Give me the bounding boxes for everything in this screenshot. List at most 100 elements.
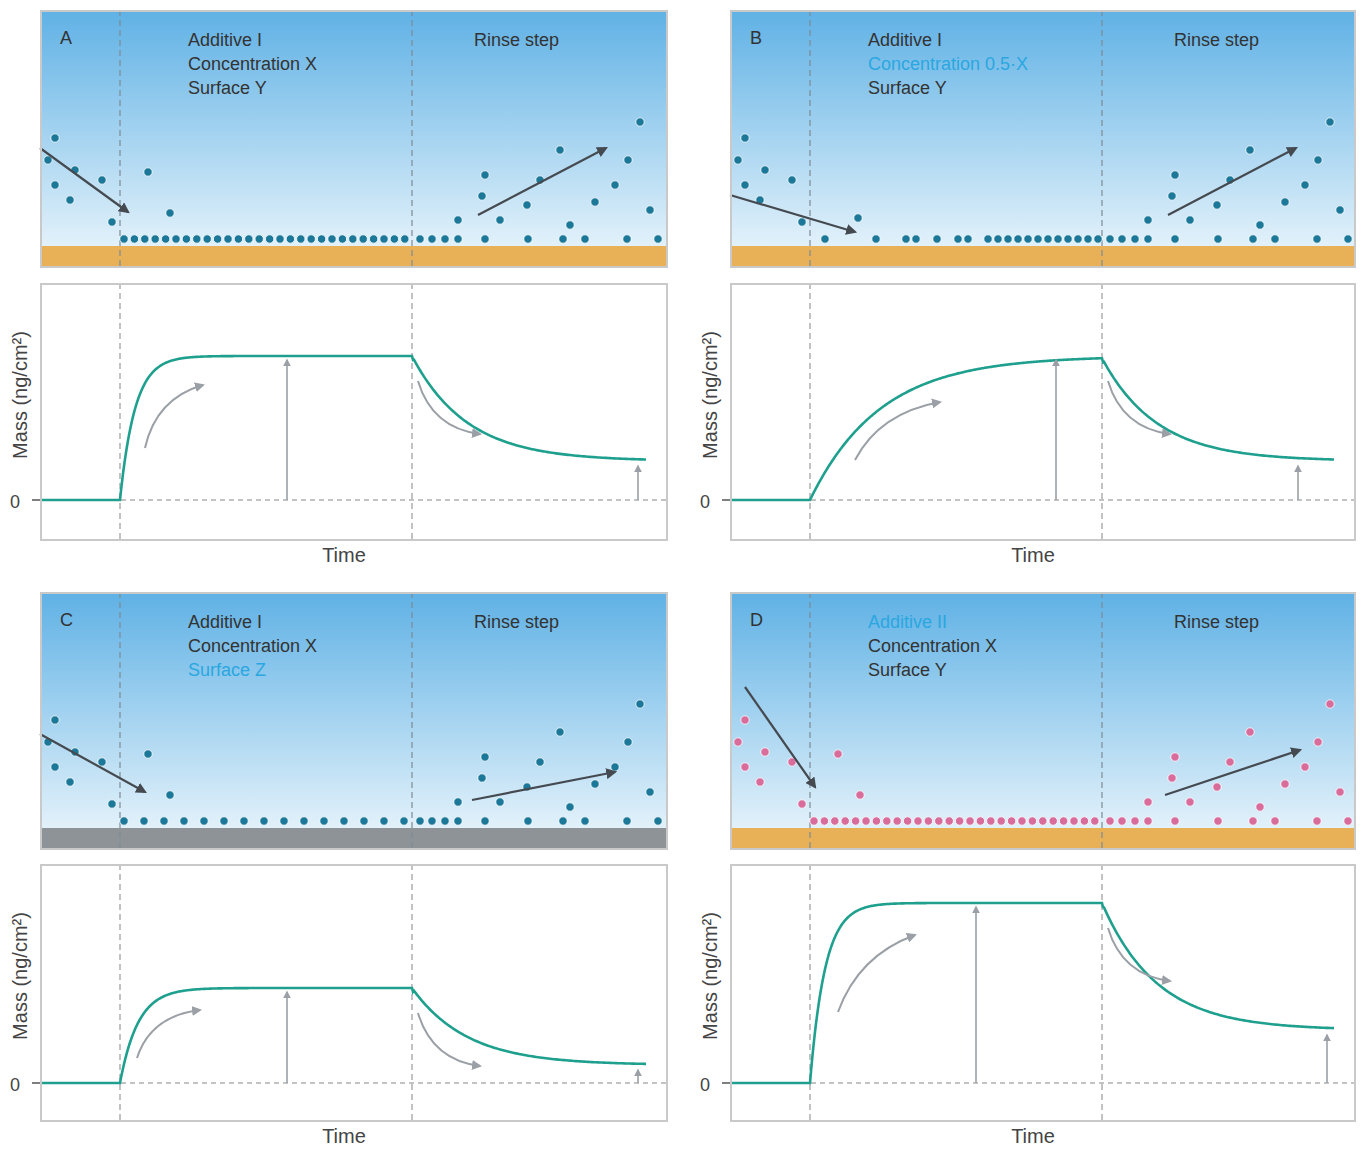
particle	[646, 206, 654, 214]
axis-label: Mass (ng/cm²)	[699, 912, 722, 1040]
particle	[120, 235, 128, 243]
particle	[1301, 763, 1309, 771]
particle	[481, 817, 489, 825]
panel-box: BAdditive IConcentration 0.5·XSurface YR…	[730, 10, 1356, 268]
particle	[160, 817, 168, 825]
zero-line	[730, 499, 1354, 500]
particle	[180, 817, 188, 825]
particle	[276, 235, 284, 243]
particle	[646, 788, 654, 796]
mass-chart	[32, 864, 666, 1122]
panel-text: Additive I	[188, 30, 262, 51]
particle	[1080, 817, 1088, 825]
particle	[1214, 817, 1222, 825]
particle	[401, 235, 409, 243]
particle	[265, 235, 273, 243]
particle	[1271, 817, 1279, 825]
particle	[200, 817, 208, 825]
particle	[798, 218, 806, 226]
particle	[224, 235, 232, 243]
particle	[536, 758, 544, 766]
particle	[255, 235, 263, 243]
mass-curve	[42, 988, 646, 1083]
axis-tick	[32, 499, 40, 501]
particle	[1054, 235, 1062, 243]
phase-divider	[809, 283, 810, 541]
panel-text: Concentration 0.5·X	[868, 54, 1028, 75]
trend-arrow	[838, 935, 915, 1012]
surface-bar	[730, 246, 1356, 268]
particle	[193, 235, 201, 243]
particle	[51, 716, 59, 724]
particle	[734, 738, 742, 746]
level-arrow	[1326, 1035, 1328, 1083]
flow-arrow	[730, 195, 855, 232]
particle	[1314, 738, 1322, 746]
trend-arrow	[418, 381, 480, 434]
particle	[108, 800, 116, 808]
mass-chart	[722, 283, 1354, 541]
level-arrow	[975, 907, 977, 1083]
panel-text: Surface Z	[188, 660, 266, 681]
particle	[756, 778, 764, 786]
panel-text: Rinse step	[1174, 30, 1259, 51]
particle	[997, 817, 1005, 825]
flow-arrow	[1165, 750, 1300, 795]
particle	[454, 817, 462, 825]
particle	[454, 235, 462, 243]
panel-text: Rinse step	[1174, 612, 1259, 633]
phase-divider	[1101, 592, 1102, 850]
particle	[636, 118, 644, 126]
particle	[862, 817, 870, 825]
particle	[1314, 156, 1322, 164]
zero-line	[730, 1082, 1354, 1083]
zero-line	[40, 499, 666, 500]
phase-divider	[411, 10, 412, 268]
particle	[1186, 216, 1194, 224]
panel-text: Additive I	[188, 612, 262, 633]
panel-text: B	[750, 28, 762, 49]
phase-divider	[119, 283, 120, 541]
particle	[559, 817, 567, 825]
axis-label: Time	[1011, 544, 1055, 567]
particle	[831, 817, 839, 825]
particle	[1028, 817, 1036, 825]
particle	[1106, 817, 1114, 825]
particle	[523, 201, 531, 209]
particle	[1168, 192, 1176, 200]
level-arrow	[286, 992, 288, 1083]
mass-chart	[722, 864, 1354, 1122]
particle	[496, 798, 504, 806]
particle	[734, 156, 742, 164]
particle	[338, 235, 346, 243]
panel-text: Additive I	[868, 30, 942, 51]
particle	[496, 216, 504, 224]
particle	[380, 235, 388, 243]
particle	[478, 774, 486, 782]
particle	[964, 235, 972, 243]
particle	[144, 750, 152, 758]
particle	[1044, 235, 1052, 243]
particle	[1213, 201, 1221, 209]
particle	[1246, 146, 1254, 154]
particle	[428, 817, 436, 825]
particle	[441, 817, 449, 825]
phase-divider	[411, 592, 412, 850]
trend-arrow	[855, 402, 940, 460]
particle	[369, 235, 377, 243]
axis-label: Time	[322, 1125, 366, 1148]
particle	[741, 181, 749, 189]
particle	[66, 778, 74, 786]
panel-text: Additive II	[868, 612, 947, 633]
phase-divider	[411, 283, 412, 541]
particle	[1336, 788, 1344, 796]
phase-divider	[1101, 283, 1102, 541]
particle	[851, 817, 859, 825]
particle	[624, 738, 632, 746]
particle	[380, 817, 388, 825]
particle	[933, 235, 941, 243]
particle	[556, 728, 564, 736]
panel-text: C	[60, 610, 73, 631]
particle	[581, 817, 589, 825]
particle	[841, 817, 849, 825]
